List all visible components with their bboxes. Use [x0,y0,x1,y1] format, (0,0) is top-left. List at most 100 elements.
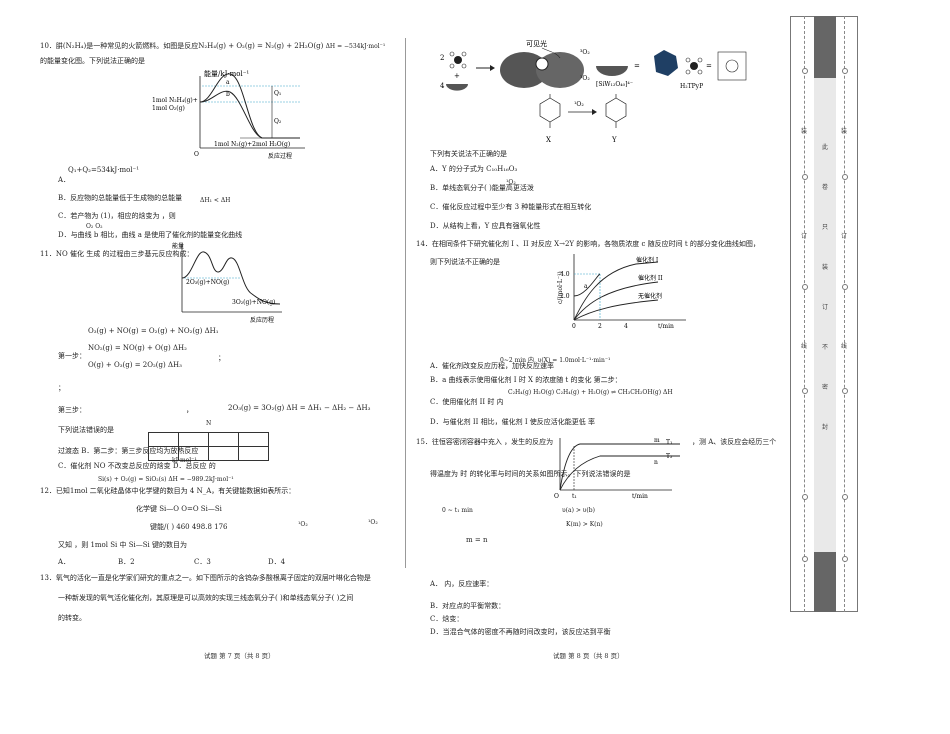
fig-h2tpyp: H₂TPyP [680,83,703,90]
fig-num2: 2 [440,54,444,62]
q14-stem1: 14．在相同条件下研究催化剂 I 、II 对反应 X→2Y 的影响，各物质浓度 … [416,240,760,248]
q14-option-d: D．与催化剂 II 相比，催化剂 I 使反应活化能更低 率 [430,418,596,426]
q14-option-a: A．催化剂改变反应历程，加快反应速率 [430,362,555,370]
fig-eq: = [634,62,640,70]
q11-chart-xlabel: 反应历程 [250,316,274,324]
column-divider [405,38,406,568]
q15-k: K(m) > K(n) [566,521,603,528]
q15-chart-t1: T₁ [666,439,672,446]
q14-chart-ylabel: c/(mol·L⁻¹) [557,271,564,304]
binding-char: 订 [821,304,828,311]
binding-hole [842,174,848,180]
binding-outer-char: 订 [800,233,807,240]
binding-hole [842,68,848,74]
q11-step3: 第三步： [58,406,86,414]
q11-na: N [206,420,212,427]
page-footer-left: 试题 第 7 页（共 8 页） [204,652,275,660]
q15-mn: m = n [466,536,488,544]
q14-chart-xtick-0: 0 [572,323,576,330]
q15-option-b: B．对应点的平衡常数： [430,602,506,610]
q14-concentration-chart: c/(mol·L⁻¹) 4.0 2.0 0 2 4 t/min 催化剂 I 催化… [557,254,686,330]
binding-hole [802,388,808,394]
binding-hole [842,556,848,562]
q11-energy-chart: 能量 2O₃(g)+NO(g) 3O₂(g)+NO(g) 反应历程 [172,242,282,324]
q14-chart-series-3: 无催化剂 [638,292,662,300]
q14-option-c: C．使用催化剂 II 时 内 [430,398,504,406]
q14-chart-xlabel: t/min [658,323,674,330]
q14-eq-b: C₂H₄(g) H₂O(g) C₂H₄(g) + H₂O(g) ⇌ CH₃CH₂… [508,389,673,396]
q14-stem2: 则下列说法不正确的是 [430,258,500,266]
q10-chart-q2: Q₂ [274,118,282,125]
binding-outer-char: 订 [840,233,847,240]
binding-char: 封 [821,424,828,431]
binding-outer-char: 线 [840,343,847,350]
binding-char: 密 [821,384,828,391]
q14-chart-a: a [584,283,588,290]
fig-eq2: = [706,62,712,70]
q11-kj: kJ·mol⁻¹ [172,457,197,464]
fig-num4: 4 [440,82,445,90]
q15-chart-t2: T₂ [666,453,673,460]
q10-stem-c: 的能量变化图。下列说法正确的是 [40,57,145,65]
q10-chart-origin: O [194,151,199,158]
q10-n2h4: N₂H₄ [65,42,84,50]
binding-hole [802,556,808,562]
fig-y: Y [611,136,617,144]
fig-x: X [546,136,551,144]
q10-stem-a: 10．肼( [40,42,66,50]
q10-option-c-sub: O₂ O₂ [86,223,103,230]
q15-stem2: 得温度为 时 的转化率与时间的关系如图所示。下列说法错误的是 [430,470,631,478]
q10-stem: 10．肼(N₂H₄)是一种常见的火箭燃料。如图是反应N₂H₄(g) + O₂(g… [40,42,385,51]
q14-option-b: B．a 曲线表示使用催化剂 I 时 X 的浓度随 t 的变化 第二步： [430,376,622,384]
q10-chart-a-label: a [226,79,230,86]
q15-chart-xlabel: t/min [632,493,648,500]
q13-option-d: D．从结构上看，Y 应具有强氧化性 [430,222,541,230]
q10-chart-xlabel: 反应过程 [268,152,292,160]
fig-o1a: ¹O₂ [580,75,590,82]
q10-dh: ΔH = −534kJ·mol⁻¹ [325,43,386,50]
q14-chart-series-1: 催化剂 I [636,256,659,264]
q12-o2b: ¹O₂ [368,519,378,526]
binding-dashed-line-right [844,16,845,612]
q10-chart-product: 1mol N₂(g)+2mol H₂O(g) [214,141,290,148]
binding-char: 只 [821,224,828,231]
q11-extra-eq: Si(s) + O₂(g) = SiO₂(s) ΔH = −989.2kJ·mo… [98,476,234,483]
q15-range: 0 ~ t₁ min [442,507,473,514]
q15-stem: 15．往恒容密闭容器中充入 ，发生的反应为 [416,438,554,446]
q10-chart-reactant2: 1mol O₂(g) [152,105,185,112]
q12-o2a: ¹O₂ [298,521,308,528]
q13-option-b: B．单线态氧分子( )能量高更活泼 [430,184,534,192]
q12-option-d: D．4 [268,558,286,566]
binding-outer-char: 装 [840,128,847,135]
q12-table-header: 化学键 Si—O O=O Si—Si [136,505,222,513]
q11-dot: ， [186,406,193,414]
q10-stem-b: )是一种常见的火箭燃料。如图是反应 [83,42,199,50]
q11-options-ab: 过渡态 B．第二步：第三步反应均为放热反应 [58,447,199,455]
q14-chart-xtick-2: 2 [598,323,602,330]
binding-hole [802,284,808,290]
q12-stem: 12．已知1mol 二氧化硅晶体中化学键的数目为 4 N_A，有关键能数据如表所… [40,487,296,495]
q12-option-a: A． [58,558,71,566]
binding-char: 不 [821,344,828,351]
q13-line3: 的转变。 [58,614,86,622]
q10-chart-b-label: b [226,91,230,98]
binding-char: 装 [821,264,828,271]
q10-option-a: A． [58,176,71,184]
q11-eq-total: 2O₃(g) = 3O₂(g) ΔH = ΔH₁ − ΔH₂ − ΔH₃ [228,404,371,412]
q10-chart-reactant: 1mol N₂H₄(g)+ [152,97,198,104]
binding-hole [802,494,808,500]
q10-option-b-extra: ΔH₁ < ΔH [200,197,231,204]
q14-rate: 0~2 min 内, υ(X) = 1.0mol·L⁻¹·min⁻¹ [500,357,611,364]
q12-option-b: B．2 [118,558,135,566]
binding-outer-char: 线 [800,343,807,350]
binding-char: 此 [821,144,828,151]
binding-light-band [814,78,836,552]
fig-plus: + [454,72,460,80]
binding-hole [802,68,808,74]
q15-chart-m: m [654,437,660,444]
q11-semicolon2: ； [58,384,65,392]
q11-chart-top: 2O₃(g)+NO(g) [186,279,229,286]
binding-dashed-line-left [804,16,805,612]
binding-strip: 此 卷 只 装 订 不 密 封 装 订 线 装 订 线 [790,16,858,612]
q10-option-c: C．若产物为 (1)，相应的焓变为 ，则 [58,212,176,220]
